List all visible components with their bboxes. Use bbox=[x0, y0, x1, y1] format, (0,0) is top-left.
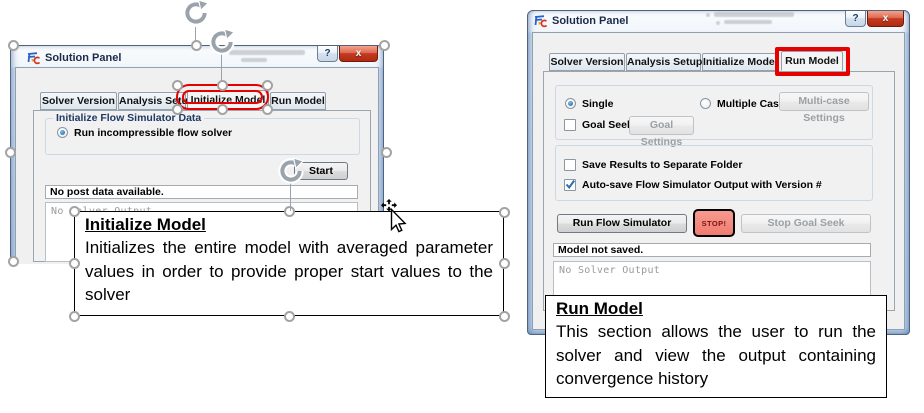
rotation-stem bbox=[290, 183, 291, 211]
selection-handle[interactable] bbox=[216, 103, 228, 115]
single-radio-label: Single bbox=[582, 98, 614, 110]
close-button[interactable]: x bbox=[339, 46, 378, 62]
red-highlight-shape-inner bbox=[182, 90, 263, 104]
annotation-title: Initialize Model bbox=[85, 215, 206, 234]
selection-handle[interactable] bbox=[190, 39, 202, 51]
right-window-title: Solution Panel bbox=[552, 15, 629, 27]
single-radio[interactable] bbox=[565, 98, 576, 109]
tab-run-model[interactable]: Run Model bbox=[781, 51, 843, 71]
goal-seek-label: Goal Seek bbox=[582, 119, 633, 131]
run-mode-groupbox bbox=[555, 85, 873, 140]
selection-handle[interactable] bbox=[171, 103, 183, 115]
selection-handle[interactable] bbox=[378, 39, 390, 51]
model-status-field: Model not saved. bbox=[553, 243, 871, 257]
tab-analysis-setup[interactable]: Analysis Setup bbox=[626, 53, 702, 71]
rotation-stem bbox=[195, 27, 196, 43]
initialize-model-annotation[interactable]: Initialize Model Initializes the entire … bbox=[74, 211, 504, 316]
tab-initialize-model[interactable]: Initialize Model bbox=[702, 53, 778, 71]
ghost-text bbox=[714, 12, 794, 17]
rotate-handle-icon[interactable] bbox=[276, 156, 306, 186]
goal-seek-checkbox[interactable] bbox=[564, 119, 576, 131]
ghost-bullet bbox=[716, 21, 720, 25]
app-icon bbox=[534, 15, 548, 28]
selection-handle[interactable] bbox=[68, 205, 80, 217]
tab-solver-version[interactable]: Solver Version bbox=[40, 92, 117, 110]
ghost-text bbox=[241, 58, 267, 62]
annotation-body: This section allows the user to run the … bbox=[556, 322, 876, 388]
ghost-text bbox=[724, 20, 772, 24]
ghost-bullet bbox=[706, 13, 710, 17]
help-button[interactable]: ? bbox=[845, 11, 866, 27]
close-button[interactable]: x bbox=[867, 11, 904, 27]
left-window-title: Solution Panel bbox=[45, 52, 122, 64]
selection-handle[interactable] bbox=[498, 310, 510, 322]
save-results-checkbox[interactable] bbox=[564, 159, 576, 171]
selection-handle[interactable] bbox=[68, 310, 80, 322]
selection-handle[interactable] bbox=[171, 79, 183, 91]
incompressible-radio-label: Run incompressible flow solver bbox=[74, 127, 233, 139]
save-options-groupbox bbox=[555, 145, 873, 201]
stop-goal-seek-button[interactable]: Stop Goal Seek bbox=[741, 214, 871, 233]
selection-handle[interactable] bbox=[216, 79, 228, 91]
rotate-handle-icon[interactable] bbox=[181, 0, 211, 28]
tab-analysis-setup[interactable]: Analysis Setup bbox=[118, 92, 194, 110]
annotation-body: Initializes the entire model with averag… bbox=[85, 238, 493, 304]
rotation-stem bbox=[221, 54, 222, 85]
start-button[interactable]: Start bbox=[294, 162, 348, 180]
selection-handle[interactable] bbox=[7, 39, 19, 51]
post-data-status-field: No post data available. bbox=[45, 185, 358, 199]
check-icon bbox=[565, 180, 576, 189]
tab-solver-version[interactable]: Solver Version bbox=[549, 53, 625, 71]
stop-button[interactable]: STOP! bbox=[693, 209, 735, 237]
selection-handle[interactable] bbox=[7, 255, 19, 267]
selection-handle[interactable] bbox=[380, 146, 392, 158]
selection-handle[interactable] bbox=[283, 205, 295, 217]
selection-handle[interactable] bbox=[498, 206, 510, 218]
multicase-settings-button[interactable]: Multi-case Settings bbox=[779, 92, 869, 124]
rotate-handle-icon[interactable] bbox=[207, 27, 237, 57]
selection-handle[interactable] bbox=[261, 79, 273, 91]
initialize-groupbox-label: Initialize Flow Simulator Data bbox=[53, 112, 205, 124]
selection-handle[interactable] bbox=[498, 257, 510, 269]
help-button[interactable]: ? bbox=[317, 46, 338, 62]
autosave-label: Auto-save Flow Simulator Output with Ver… bbox=[582, 179, 822, 191]
multiple-cases-radio[interactable] bbox=[700, 98, 711, 109]
app-icon bbox=[27, 52, 41, 65]
ghost-text bbox=[229, 50, 305, 55]
incompressible-radio[interactable] bbox=[57, 127, 68, 138]
selection-handle[interactable] bbox=[4, 146, 16, 158]
run-flow-simulator-button[interactable]: Run Flow Simulator bbox=[557, 214, 687, 233]
goal-settings-button[interactable]: Goal Settings bbox=[629, 116, 694, 148]
move-cursor-icon bbox=[381, 199, 407, 233]
multiple-cases-radio-label: Multiple Cases bbox=[717, 98, 791, 110]
selection-handle[interactable] bbox=[283, 310, 295, 322]
run-model-annotation: Run Model This section allows the user t… bbox=[545, 295, 887, 398]
autosave-checkbox[interactable] bbox=[564, 179, 576, 191]
annotation-title: Run Model bbox=[556, 299, 643, 318]
tab-run-model[interactable]: Run Model bbox=[270, 92, 326, 110]
red-highlight-rect bbox=[775, 47, 850, 76]
save-results-label: Save Results to Separate Folder bbox=[582, 159, 743, 171]
selection-handle[interactable] bbox=[261, 103, 273, 115]
selection-handle[interactable] bbox=[68, 257, 80, 269]
